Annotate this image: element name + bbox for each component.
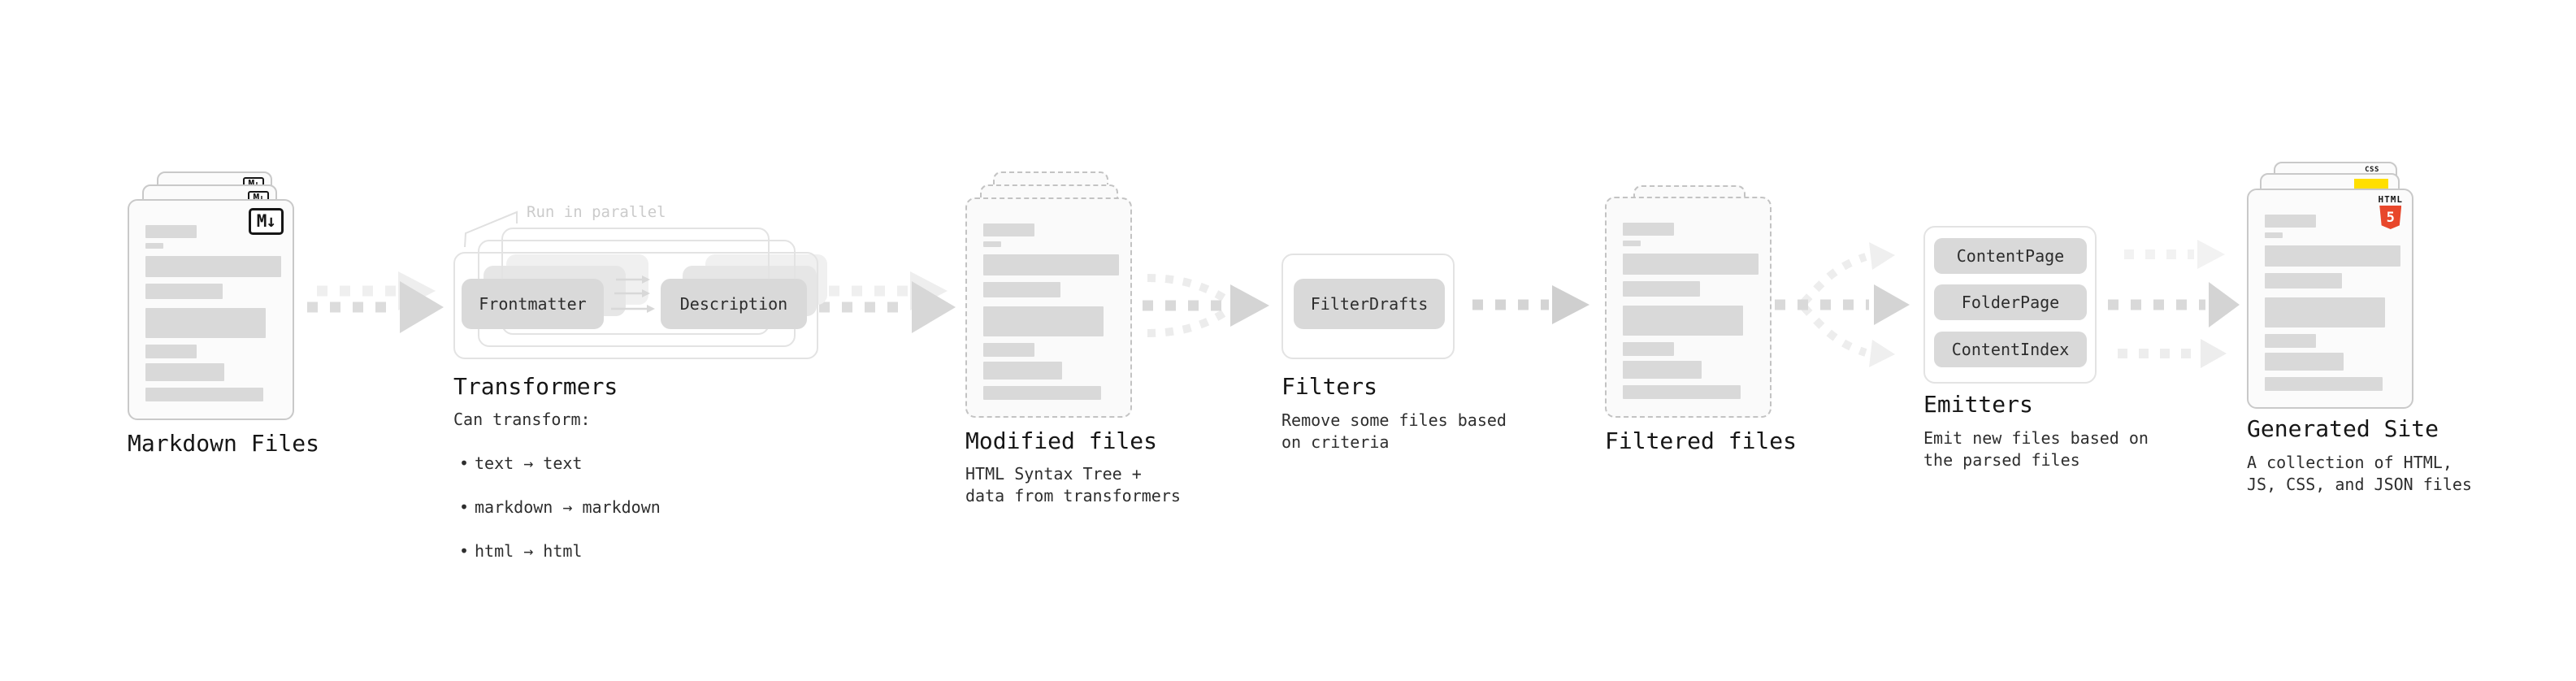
placeholder-bar [2265,232,2283,238]
placeholder-bar [983,362,1062,380]
placeholder-bar [145,256,281,277]
filterdrafts-pill: FilterDrafts [1294,279,1445,329]
section-title-modified-files: Modified files [965,427,1158,454]
section-title-emitters: Emitters [1923,391,2033,418]
css-icon-label: CSS [2365,166,2379,174]
callout-line-icon [464,210,518,248]
filtered-file-card-front [1605,197,1772,418]
bullet-text: html → html [475,541,583,561]
placeholder-bar [2265,297,2385,327]
placeholder-bar [983,223,1034,236]
placeholder-bar [983,386,1101,400]
html5-icon-number: 5 [2386,209,2395,226]
bullet-text: markdown → markdown [475,497,661,517]
placeholder-bar [1623,306,1743,336]
document-placeholder-lines [1623,223,1759,399]
modified-files-desc: HTML Syntax Tree + data from transformer… [965,464,1181,505]
section-title-transformers: Transformers [453,373,618,400]
filters-desc: Remove some files based on criteria [1281,410,1507,452]
html5-icon-shield: 5 [2379,206,2402,229]
placeholder-bar [1623,223,1674,236]
placeholder-bar [145,345,197,358]
section-title-filters: Filters [1281,373,1378,400]
folderpage-pill: FolderPage [1934,284,2087,320]
bullet-text: text → text [475,453,583,473]
generated-file-card-front: HTML 5 [2247,189,2413,409]
markdown-file-card-front: M↓ [128,199,294,420]
document-placeholder-lines [2265,215,2400,391]
placeholder-bar [1623,385,1741,399]
placeholder-bar [1623,281,1700,297]
section-title-filtered-files: Filtered files [1605,427,1798,454]
flow-arrow-icon [307,271,444,333]
document-placeholder-lines [983,223,1119,400]
placeholder-bar [983,306,1104,336]
bullet-dot: • [458,497,470,517]
transformers-desc-title: Can transform: [453,410,591,429]
bullet-item: • text → text [453,453,661,475]
placeholder-bar [145,284,223,299]
placeholder-bar [2265,215,2316,228]
placeholder-bar [2265,377,2383,391]
placeholder-bar [145,363,224,381]
placeholder-bar [145,243,163,249]
bullet-item: • markdown → markdown [453,497,661,518]
bullet-dot: • [458,541,470,561]
modified-file-card-front [965,197,1132,418]
bullet-item: • html → html [453,540,661,562]
html5-icon: HTML 5 [2379,195,2404,229]
placeholder-bar [983,282,1060,297]
placeholder-bar [145,225,197,238]
html5-icon-label: HTML [2378,194,2403,205]
transformers-bullet-list: • text → text • markdown → markdown • ht… [453,431,661,584]
placeholder-bar [2265,245,2400,267]
flow-arrow-icon [819,271,956,333]
frontmatter-pill: Frontmatter [462,279,604,329]
bullet-dot: • [458,453,470,473]
document-placeholder-lines [145,225,281,401]
fanout-arrow-icon [1775,242,1910,367]
flow-arrow-icon [1472,285,1589,324]
placeholder-bar [2265,353,2344,371]
parallel-arrows-icon [611,275,655,313]
placeholder-bar [1623,254,1759,275]
placeholder-bar [1623,361,1702,379]
contentpage-pill: ContentPage [1934,238,2087,274]
placeholder-bar [2265,334,2316,348]
placeholder-bar [1623,241,1641,246]
placeholder-bar [1623,342,1674,356]
placeholder-bar [2265,273,2342,288]
emitters-desc: Emit new files based on the parsed files [1923,428,2149,470]
placeholder-bar [983,343,1034,357]
placeholder-bar [983,241,1001,247]
generated-site-desc: A collection of HTML, JS, CSS, and JSON … [2247,453,2472,494]
placeholder-bar [983,254,1119,275]
run-in-parallel-note: Run in parallel [527,203,666,221]
markdown-icon: M↓ [248,208,284,235]
placeholder-bar [145,308,266,338]
triple-arrow-icon [2108,240,2240,368]
section-title-markdown-files: Markdown Files [128,430,320,457]
section-title-generated-site: Generated Site [2247,415,2439,442]
placeholder-bar [145,388,263,401]
transformer-box-front [453,252,818,359]
merge-arrow-icon [1143,274,1269,337]
description-pill: Description [661,279,807,329]
contentindex-pill: ContentIndex [1934,332,2087,367]
